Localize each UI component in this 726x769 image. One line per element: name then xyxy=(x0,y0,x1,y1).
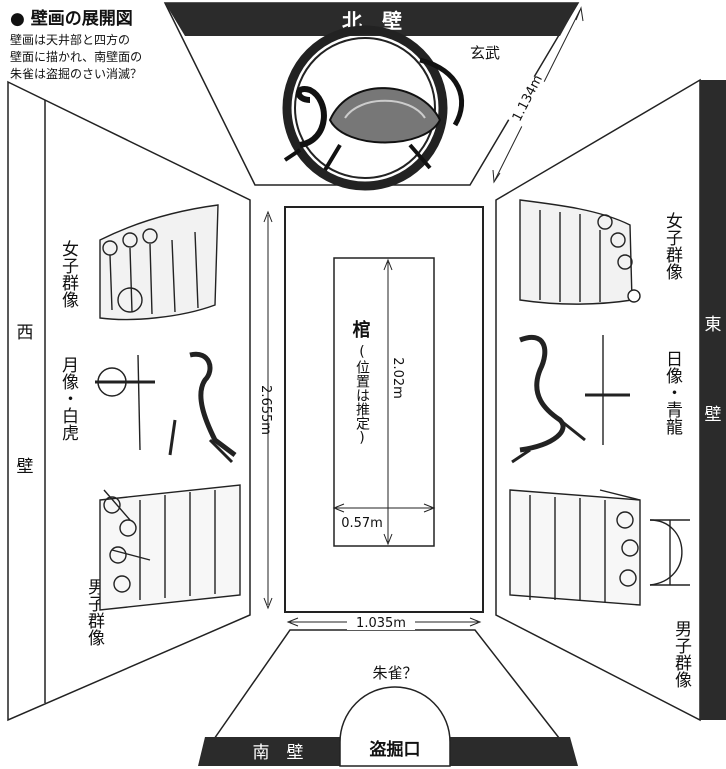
chamber-floor: 棺 (位置は推定) xyxy=(284,206,484,613)
coffin-outline xyxy=(333,257,435,547)
robbers-hole xyxy=(339,686,451,767)
coffin-label: 棺 xyxy=(350,319,371,339)
dimension-length: 2.655m xyxy=(258,210,273,610)
east-wall-band xyxy=(700,80,726,720)
coffin-length-label: 2.02m xyxy=(390,357,405,399)
east-wall: 東 壁 女子群像 日像・青龍 男子群像 xyxy=(495,78,726,722)
west-figure-label-moon-tiger: 月像・白虎 xyxy=(58,356,79,441)
genbu-illustration xyxy=(282,25,465,191)
east-men-illustration xyxy=(509,489,690,606)
west-figure-label-women: 女子群像 xyxy=(58,240,79,308)
east-wall-label-bottom: 壁 xyxy=(705,405,722,425)
north-wall: 北 壁 玄武 xyxy=(163,2,580,191)
dimension-coffin-width: 0.57m xyxy=(332,503,436,531)
width-dimension-label: 1.035m xyxy=(356,616,406,631)
east-figure-label-men: 男子群像 xyxy=(671,620,692,688)
east-figure-label-sun-dragon: 日像・青龍 xyxy=(662,350,683,436)
dimension-diagonal: 1.134m xyxy=(492,6,584,184)
east-women-illustration xyxy=(519,199,641,305)
coffin-width-label: 0.57m xyxy=(341,516,383,531)
dimension-width: 1.035m xyxy=(286,614,482,631)
robbers-hole-label: 盗掘口 xyxy=(370,739,421,760)
west-women-illustration xyxy=(99,204,219,321)
length-dimension-label: 2.655m xyxy=(258,385,273,435)
west-wall: 西 壁 女子群像 月像・白虎 男子群像 xyxy=(7,80,251,722)
west-moon-tiger-illustration xyxy=(95,351,237,464)
south-wall-figure-label: 朱雀？ xyxy=(372,664,417,682)
east-wall-label-top: 東 xyxy=(705,315,722,335)
east-sun-dragon-illustration xyxy=(511,334,630,464)
note-line-3: 朱雀は盗掘のさい消滅？ xyxy=(10,66,142,81)
west-wall-label-top: 西 xyxy=(17,323,34,343)
west-men-illustration xyxy=(99,484,241,611)
north-wall-figure-label: 玄武 xyxy=(470,44,500,62)
south-wall-label: 南 壁 xyxy=(253,743,304,763)
north-wall-band xyxy=(165,3,578,36)
south-wall: 南 壁 朱雀？ 盗掘口 xyxy=(198,629,578,767)
diagram-title: ● 壁画の展開図 xyxy=(10,8,133,29)
note-line-1: 壁画は天井部と四方の xyxy=(10,32,130,47)
west-wall-label-bottom: 壁 xyxy=(17,457,34,477)
note-line-2: 壁面に描かれ、南壁面の xyxy=(10,49,142,64)
dimension-coffin-length: 2.02m xyxy=(383,258,405,546)
east-figure-label-women: 女子群像 xyxy=(662,212,683,280)
coffin-sublabel: (位置は推定) xyxy=(354,344,370,446)
